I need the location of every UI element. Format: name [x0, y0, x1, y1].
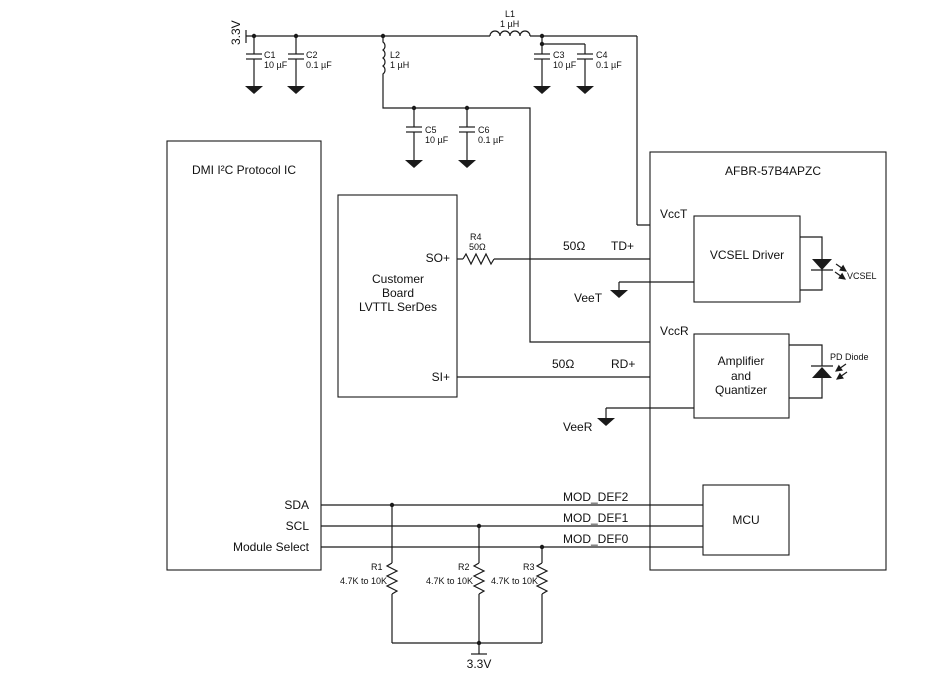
- amp-line2: and: [731, 369, 751, 383]
- pd-diode-label: PD Diode: [830, 352, 869, 362]
- dmi-protocol-ic-block: DMI I²C Protocol IC SDA SCL Module Selec…: [166, 140, 322, 571]
- resistor-r1: [385, 505, 399, 643]
- rd-impedance-label: 50Ω: [552, 357, 574, 371]
- mod-def2-label: MOD_DEF2: [563, 490, 629, 504]
- veet-ground: [610, 281, 694, 298]
- td-impedance-label: 50Ω: [563, 239, 585, 253]
- resistor-r2: [472, 526, 486, 643]
- r1-value: 4.7K to 10K: [340, 576, 387, 586]
- td-net-label: TD+: [611, 239, 634, 253]
- c4-ref: C4: [596, 50, 608, 60]
- rd-net-label: RD+: [611, 357, 635, 371]
- customer-line1: Customer: [372, 272, 424, 286]
- capacitor-c6: C6 0.1 µF: [458, 108, 504, 168]
- c3-value: 10 µF: [553, 60, 577, 70]
- inductor-l1: L1 1 µH: [489, 9, 531, 37]
- mod-def0-label: MOD_DEF0: [563, 532, 629, 546]
- pin-sda: SDA: [284, 498, 309, 512]
- c6-ref: C6: [478, 125, 490, 135]
- vcsel-driver-block: VCSEL Driver: [693, 215, 801, 303]
- pin-scl: SCL: [286, 519, 310, 533]
- customer-line3: LVTTL SerDes: [359, 300, 437, 314]
- capacitor-c3: C3 10 µF: [533, 36, 577, 94]
- vcsel-diode-icon: [800, 236, 847, 291]
- amp-line3: Quantizer: [715, 383, 767, 397]
- r4-value: 50Ω: [469, 242, 486, 252]
- amp-line1: Amplifier: [718, 354, 765, 368]
- capacitor-c2: C2 0.1 µF: [287, 36, 332, 94]
- c5-ref: C5: [425, 125, 437, 135]
- c6-value: 0.1 µF: [478, 135, 504, 145]
- supply-rail-bottom: [392, 640, 542, 655]
- dmi-title: DMI I²C Protocol IC: [192, 163, 296, 177]
- c5-value: 10 µF: [425, 135, 449, 145]
- i2c-bus: [321, 502, 703, 550]
- c2-ref: C2: [306, 50, 318, 60]
- vcct-label: VccT: [660, 207, 688, 221]
- vccr-label: VccR: [660, 324, 689, 338]
- r4-ref: R4: [470, 232, 482, 242]
- c3-ref: C3: [553, 50, 565, 60]
- c2-value: 0.1 µF: [306, 60, 332, 70]
- veer-label: VeeR: [563, 420, 593, 434]
- resistor-r3: [535, 547, 549, 643]
- afbr-title: AFBR-57B4APZC: [725, 164, 821, 178]
- pd-diode-icon: [789, 344, 848, 399]
- supply-label-bottom: 3.3V: [467, 657, 492, 671]
- capacitor-c5: C5 10 µF: [405, 108, 449, 168]
- customer-board-block: Customer Board LVTTL SerDes SO+ SI+: [337, 194, 458, 398]
- pin-so: SO+: [426, 251, 450, 265]
- vcsel-driver-title: VCSEL Driver: [710, 248, 784, 262]
- mod-def1-label: MOD_DEF1: [563, 511, 629, 525]
- r2-ref: R2: [458, 562, 470, 572]
- customer-line2: Board: [382, 286, 414, 300]
- c4-value: 0.1 µF: [596, 60, 622, 70]
- veer-ground: [597, 407, 694, 426]
- r2-value: 4.7K to 10K: [426, 576, 473, 586]
- r1-ref: R1: [371, 562, 383, 572]
- l1-ref: L1: [505, 9, 515, 19]
- pin-si: SI+: [432, 370, 450, 384]
- l2-ref: L2: [390, 50, 400, 60]
- l2-value: 1 µH: [390, 60, 409, 70]
- r3-ref: R3: [523, 562, 535, 572]
- r3-value: 4.7K to 10K: [491, 576, 538, 586]
- supply-label-top: 3.3V: [229, 20, 243, 45]
- c1-ref: C1: [264, 50, 276, 60]
- mcu-title: MCU: [732, 513, 759, 527]
- mcu-block: MCU: [702, 484, 790, 556]
- capacitor-c1: C1 10 µF: [245, 36, 288, 94]
- c1-value: 10 µF: [264, 60, 288, 70]
- pin-module-select: Module Select: [233, 540, 310, 554]
- amplifier-quantizer-block: Amplifier and Quantizer: [693, 333, 790, 419]
- vcsel-label: VCSEL: [847, 271, 877, 281]
- l1-value: 1 µH: [500, 19, 519, 29]
- veet-label: VeeT: [574, 291, 603, 305]
- capacitor-c4: C4 0.1 µF: [539, 41, 622, 94]
